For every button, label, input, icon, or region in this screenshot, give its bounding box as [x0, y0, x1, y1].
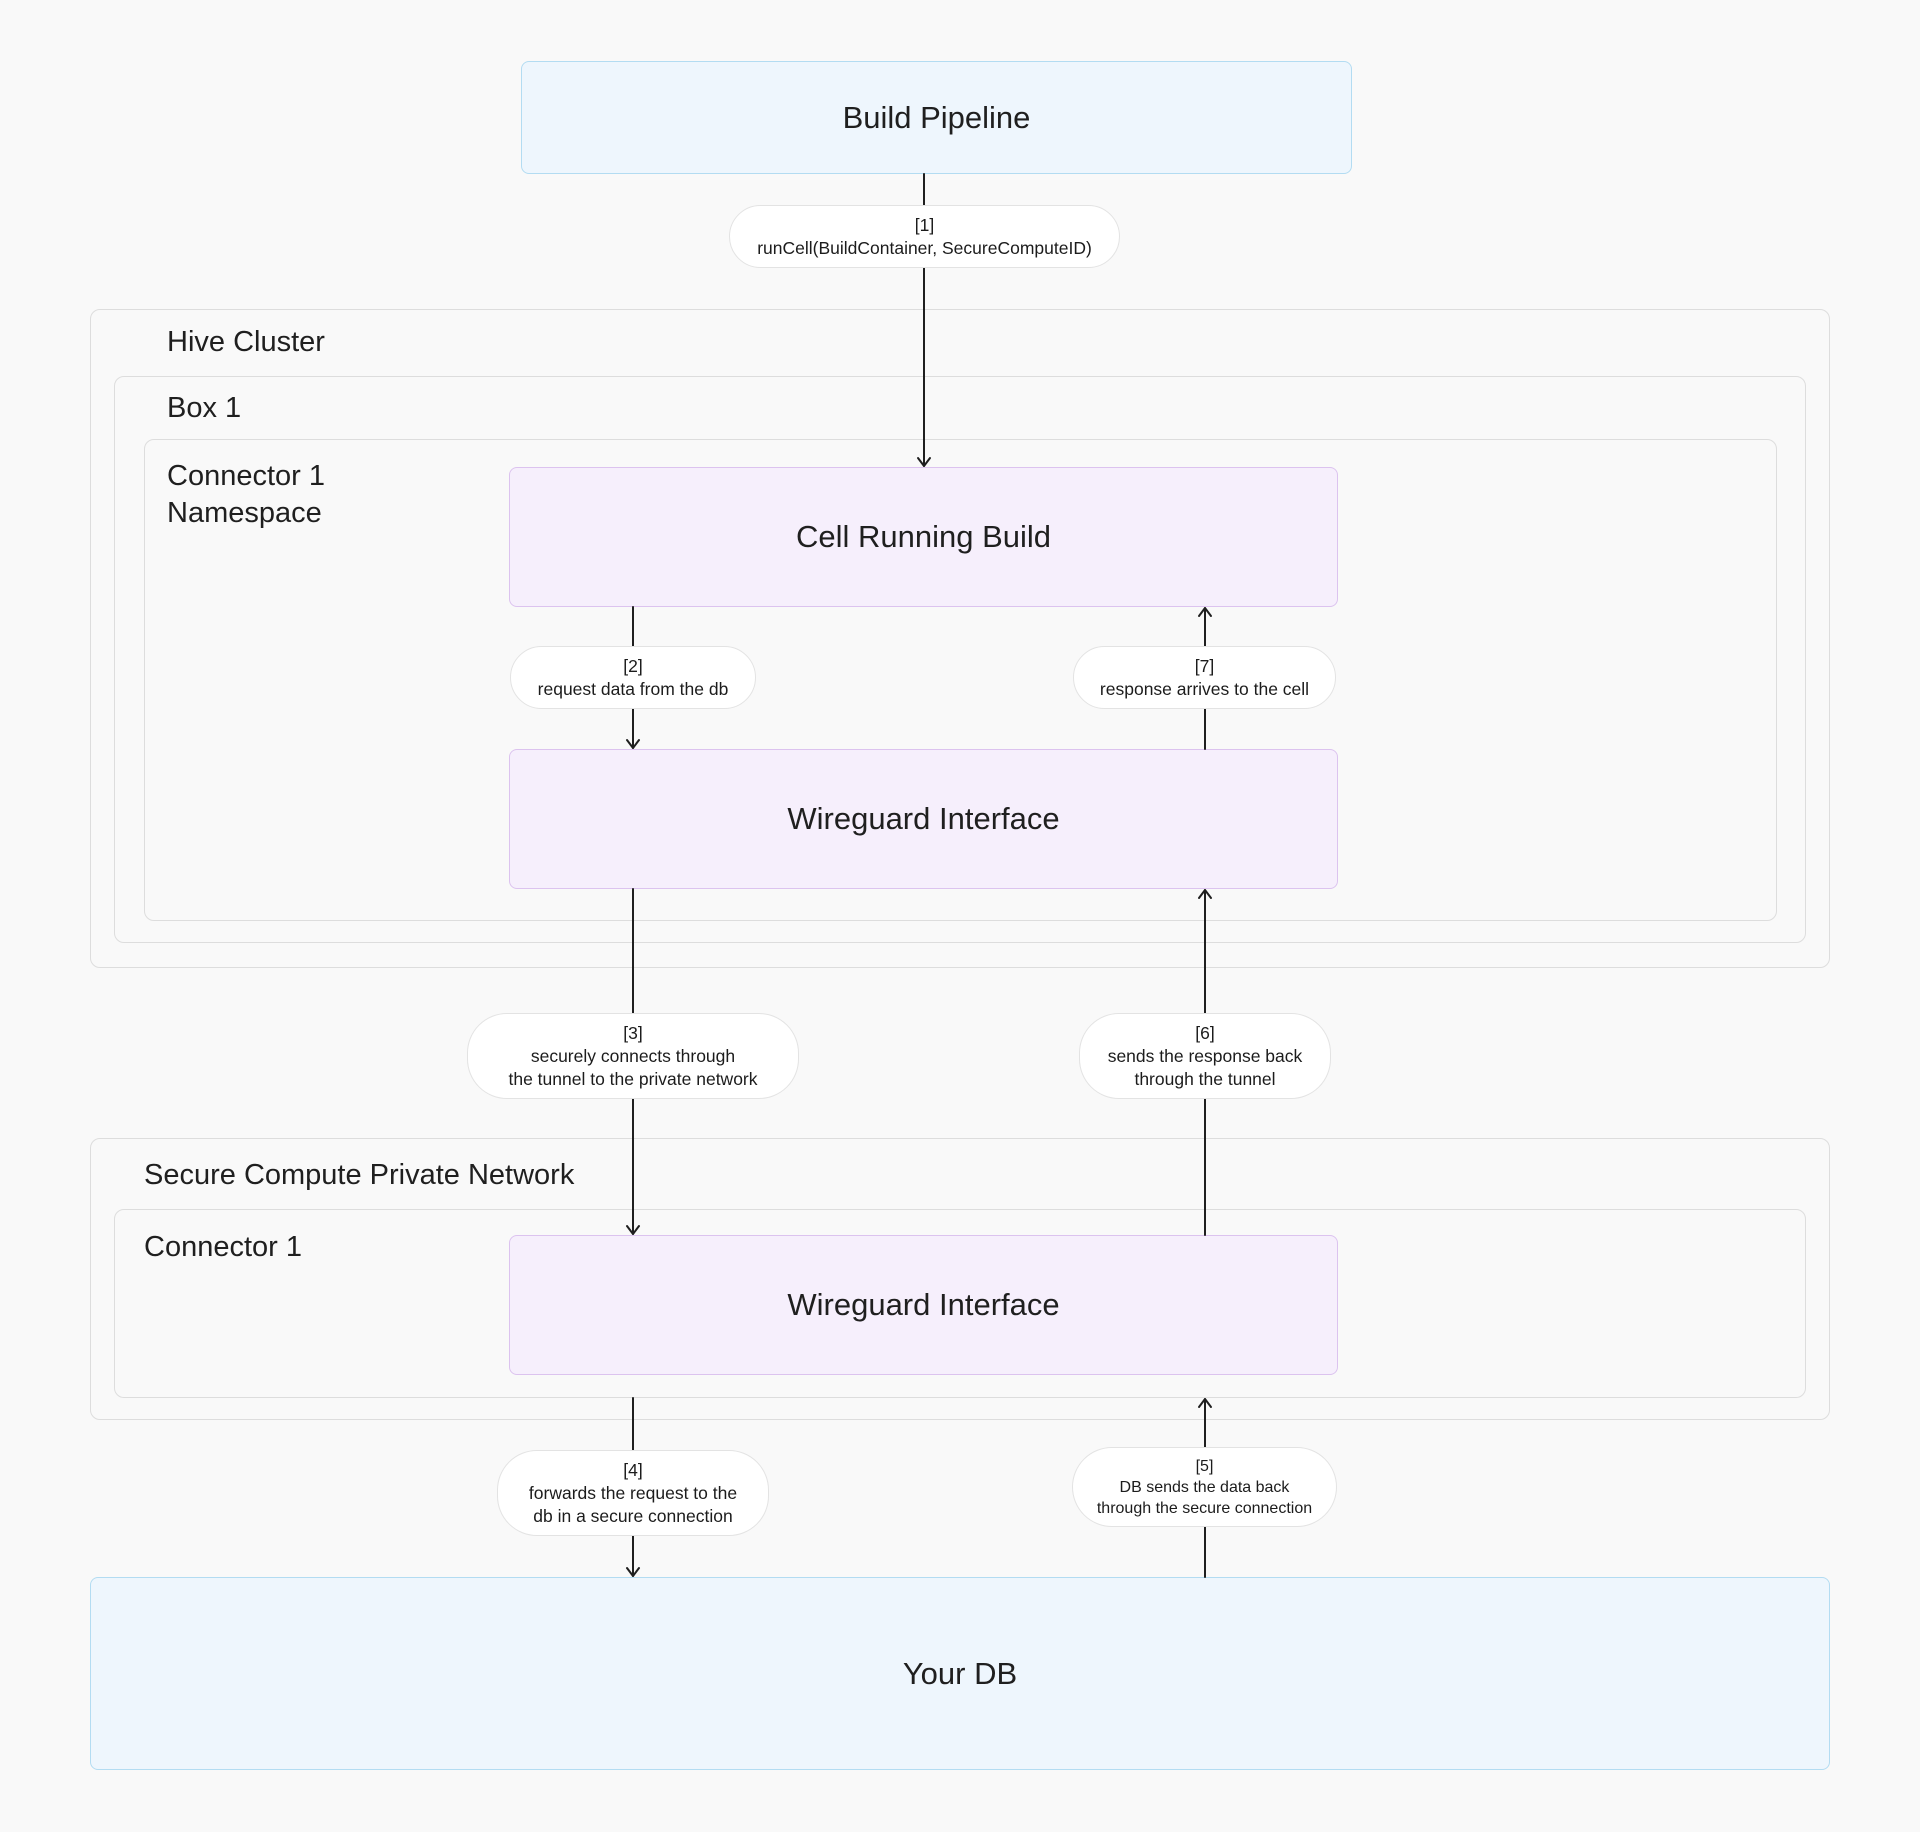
edge-label-4-text-line2: db in a secure connection: [533, 1505, 733, 1526]
edge-label-4: [4] forwards the request to the db in a …: [497, 1450, 769, 1536]
edge-label-3-text-line1: securely connects through: [530, 1045, 736, 1066]
edge-label-4-text-line1: forwards the request to the: [528, 1482, 738, 1503]
edge-label-5-text-line1: DB sends the data back: [1119, 1478, 1290, 1496]
wireguard-interface-top-label: Wireguard Interface: [787, 801, 1060, 836]
edge-label-1-step: [1]: [914, 214, 935, 235]
edge-label-6: [6] sends the response back through the …: [1079, 1013, 1331, 1099]
connector1-group: [114, 1209, 1806, 1398]
edge-label-5: [5] DB sends the data back through the s…: [1072, 1447, 1337, 1527]
secure-network-label: Secure Compute Private Network: [144, 1159, 575, 1191]
connector-namespace-label-line2: Namespace: [167, 497, 322, 529]
edge-label-2-step: [2]: [623, 655, 643, 676]
edge-label-3-text-line2: the tunnel to the private network: [508, 1068, 758, 1089]
connector-namespace-label: Connector 1 Namespace: [167, 458, 325, 532]
wireguard-interface-bottom-label: Wireguard Interface: [787, 1287, 1060, 1322]
hive-cluster-label: Hive Cluster: [167, 326, 325, 358]
box1-group: [114, 376, 1806, 943]
box1-label: Box 1: [167, 392, 242, 424]
cell-running-build-label: Cell Running Build: [795, 519, 1052, 554]
edge-label-5-text-line2: through the secure connection: [1096, 1499, 1313, 1517]
edge-label-2: [2] request data from the db: [510, 646, 756, 709]
edge-label-7-text: response arrives to the cell: [1099, 678, 1310, 699]
edge-label-7-step: [7]: [1194, 655, 1215, 676]
your-db-node: Your DB: [90, 1577, 1830, 1770]
hive-cluster-group: [90, 309, 1830, 968]
wireguard-interface-bottom-node: Wireguard Interface: [509, 1235, 1338, 1375]
wireguard-interface-top-node: Wireguard Interface: [509, 749, 1338, 889]
edge-label-1: [1] runCell(BuildContainer, SecureComput…: [729, 205, 1120, 268]
edge-label-6-step: [6]: [1195, 1022, 1215, 1043]
edge-label-3: [3] securely connects through the tunnel…: [467, 1013, 799, 1099]
edge-4-arrowhead: [626, 1567, 640, 1577]
build-pipeline-label: Build Pipeline: [842, 99, 1031, 135]
cell-running-build-node: Cell Running Build: [509, 467, 1338, 607]
edge-label-4-step: [4]: [623, 1459, 643, 1480]
edge-label-6-text-line1: sends the response back: [1107, 1045, 1303, 1066]
your-db-label: Your DB: [902, 1655, 1018, 1691]
secure-network-group: [90, 1138, 1830, 1420]
build-pipeline-node: Build Pipeline: [521, 61, 1352, 174]
edge-label-7: [7] response arrives to the cell: [1073, 646, 1336, 709]
connector1-label: Connector 1: [144, 1231, 302, 1263]
connector-namespace-label-line1: Connector 1: [167, 460, 325, 492]
edge-label-3-step: [3]: [623, 1022, 643, 1043]
edge-label-6-text-line2: through the tunnel: [1134, 1068, 1276, 1089]
connector-namespace-group: [144, 439, 1777, 921]
edge-label-1-text: runCell(BuildContainer, SecureComputeID): [757, 237, 1092, 258]
edge-label-5-step: [5]: [1195, 1457, 1214, 1475]
edge-label-2-text: request data from the db: [537, 678, 729, 699]
